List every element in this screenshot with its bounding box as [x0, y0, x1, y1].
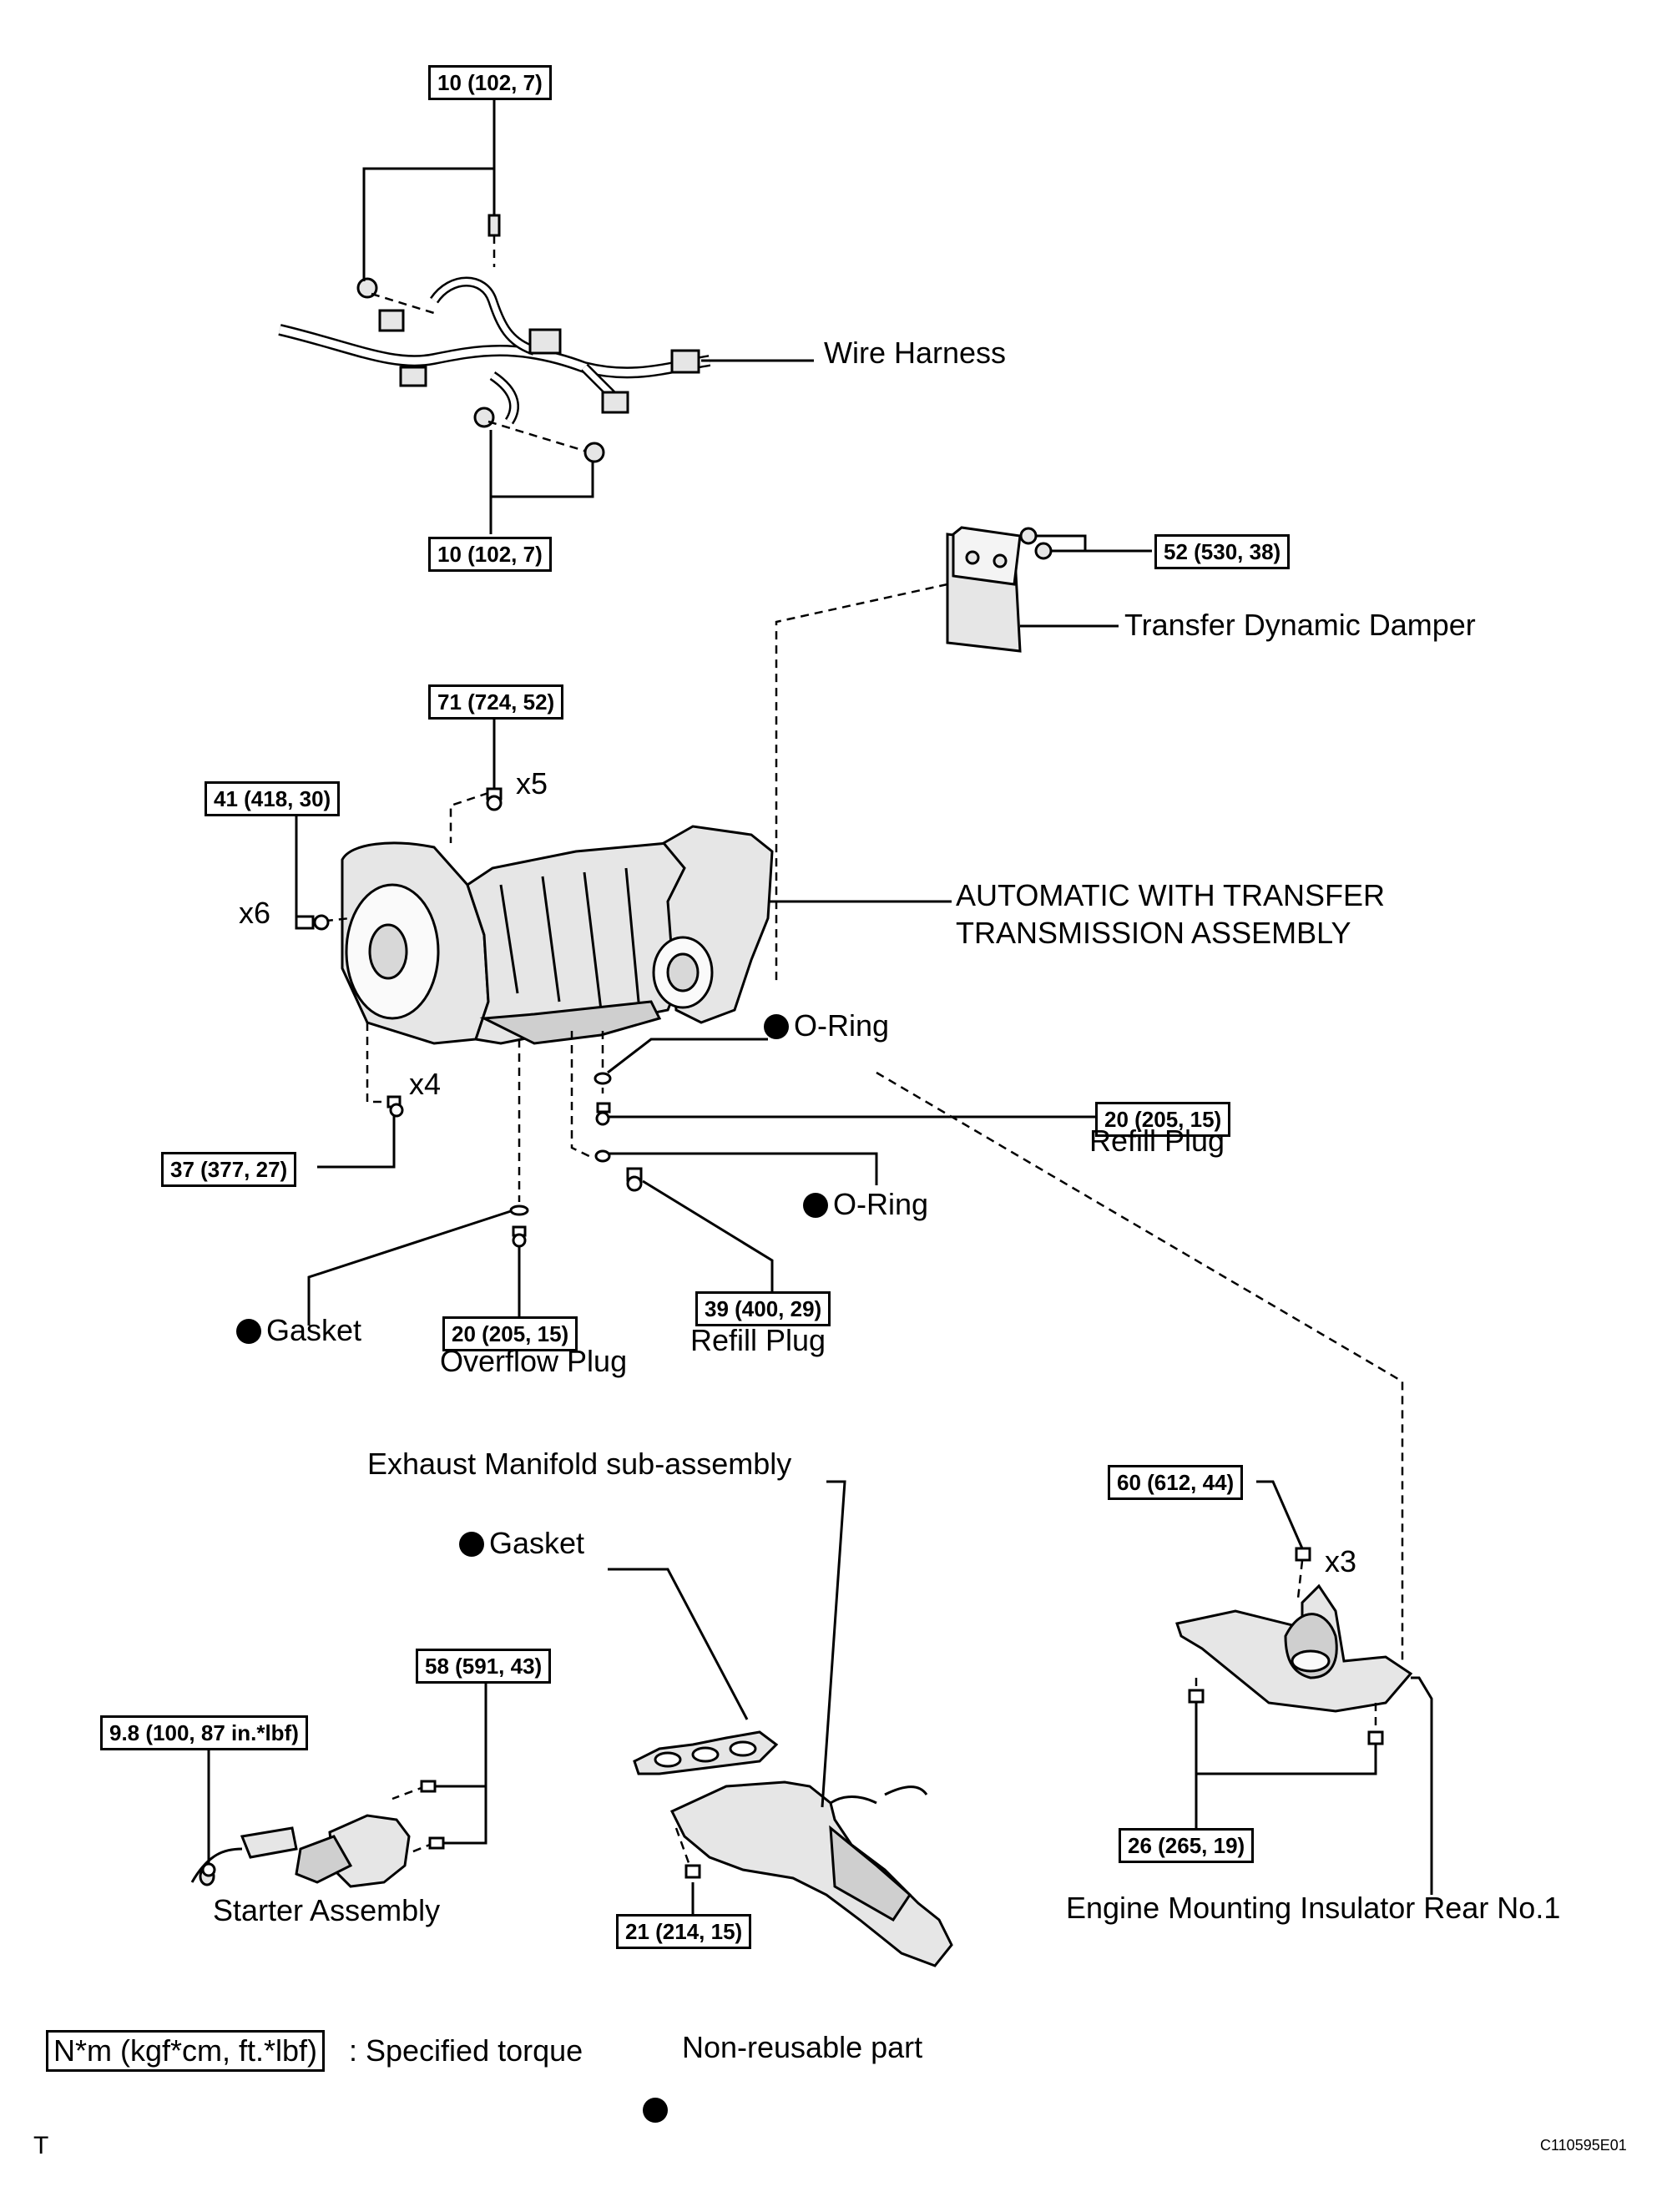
torque-overflow-plug: 20 (205, 15) [442, 1316, 578, 1351]
torque-insulator-bottom: 26 (265, 19) [1119, 1828, 1255, 1863]
torque-transmission-left: 41 (418, 30) [205, 781, 341, 816]
label-o-ring-1: O-Ring [764, 1008, 889, 1043]
non-reusable-legend-dot [643, 2098, 668, 2123]
transmission-bolts [295, 787, 643, 1248]
non-reusable-dot-icon [764, 1014, 789, 1039]
o-ring-1-leader [607, 1038, 768, 1074]
torque-transfer-damper: 52 (530, 38) [1154, 534, 1291, 569]
torque-starter-top: 58 (591, 43) [416, 1649, 552, 1684]
exhaust-manifold-leader [821, 1480, 846, 1808]
damper-bolt-leader [1035, 534, 1152, 553]
figure-code: C110595E01 [1540, 2137, 1627, 2154]
torque-wire-harness-bottom: 10 (102, 7) [428, 537, 552, 572]
label-gasket-1: Gasket [236, 1313, 361, 1348]
torque-transmission-top: 71 (724, 52) [428, 684, 564, 720]
torque-starter-left: 9.8 (100, 87 in.*lbf) [100, 1715, 308, 1750]
torque-exhaust-manifold: 21 (214, 15) [616, 1914, 752, 1949]
engine-mounting-insulator [1175, 1583, 1413, 1713]
non-reusable-dot-icon [459, 1532, 484, 1557]
torque-insulator-top: 60 (612, 44) [1108, 1465, 1244, 1500]
o-ring-2-leader [608, 1152, 878, 1185]
label-o-ring-2: O-Ring [803, 1187, 928, 1222]
torque-transmission-bottom-left: 37 (377, 27) [161, 1152, 297, 1187]
footer-left-mark: T [33, 2132, 49, 2159]
starter-top-leader [430, 1682, 487, 1845]
label-starter-assembly: Starter Assembly [213, 1893, 441, 1927]
wire-bottom-leader [489, 430, 594, 534]
torque-refill-plug-2: 39 (400, 29) [695, 1291, 831, 1326]
label-o-ring-2-text: O-Ring [833, 1187, 929, 1221]
trans-bottom-left-leader [317, 1102, 396, 1169]
non-reusable-dot-icon [236, 1319, 261, 1344]
transfer-dynamic-damper [946, 526, 1053, 653]
label-exhaust-manifold: Exhaust Manifold sub-assembly [367, 1447, 792, 1481]
torque-wire-harness-top: 10 (102, 7) [428, 65, 552, 100]
quantity-x6: x6 [239, 896, 271, 930]
label-transmission-line2: TRANSMISSION ASSEMBLY [956, 916, 1351, 950]
insulator-top-leader [1256, 1480, 1304, 1549]
quantity-x5: x5 [516, 766, 548, 800]
label-overflow-plug: Overflow Plug [440, 1344, 628, 1378]
starter-assembly [190, 1814, 411, 1888]
engine-mounting-leader [1411, 1676, 1433, 1895]
label-transmission-line1: AUTOMATIC WITH TRANSFER [956, 878, 1386, 912]
label-wire-harness: Wire Harness [824, 336, 1007, 370]
label-gasket-1-text: Gasket [266, 1313, 362, 1347]
label-gasket-2-text: Gasket [489, 1526, 585, 1560]
label-engine-mounting-insulator: Engine Mounting Insulator Rear No.1 [1066, 1891, 1561, 1925]
wire-top-leader [362, 100, 496, 281]
label-o-ring-1-text: O-Ring [794, 1008, 890, 1043]
non-reusable-dot-icon [803, 1193, 828, 1218]
gasket-2-leader [608, 1568, 749, 1720]
legend-torque-unit-box: N*m (kgf*cm, ft.*lbf) [46, 2030, 326, 2072]
insulator-bottom-leader [1195, 1703, 1377, 1836]
legend-torque-unit-text: : Specified torque [349, 2033, 583, 2068]
gasket-1-leader [307, 1209, 514, 1326]
quantity-x4: x4 [409, 1067, 442, 1101]
starter-bolts [201, 1780, 445, 1877]
exhaust-manifold [669, 1780, 953, 1967]
exhaust-manifold-gasket [633, 1730, 779, 1775]
legend-nonreusable-text: Non-reusable part [682, 2030, 923, 2064]
label-transfer-dynamic-damper: Transfer Dynamic Damper [1124, 608, 1476, 642]
automatic-transmission-assembly [341, 825, 774, 1045]
insulator-bolts [1188, 1547, 1384, 1745]
manifold-bolt [684, 1864, 701, 1879]
wire-harness [278, 214, 711, 463]
label-refill-plug-1: Refill Plug [1089, 1124, 1225, 1158]
torque-refill-plug-1: 20 (205, 15) [1095, 1102, 1231, 1137]
refill-plug-2-leader [642, 1179, 774, 1302]
label-gasket-2: Gasket [459, 1526, 584, 1561]
quantity-x3: x3 [1325, 1544, 1357, 1578]
label-refill-plug-2: Refill Plug [690, 1323, 826, 1357]
